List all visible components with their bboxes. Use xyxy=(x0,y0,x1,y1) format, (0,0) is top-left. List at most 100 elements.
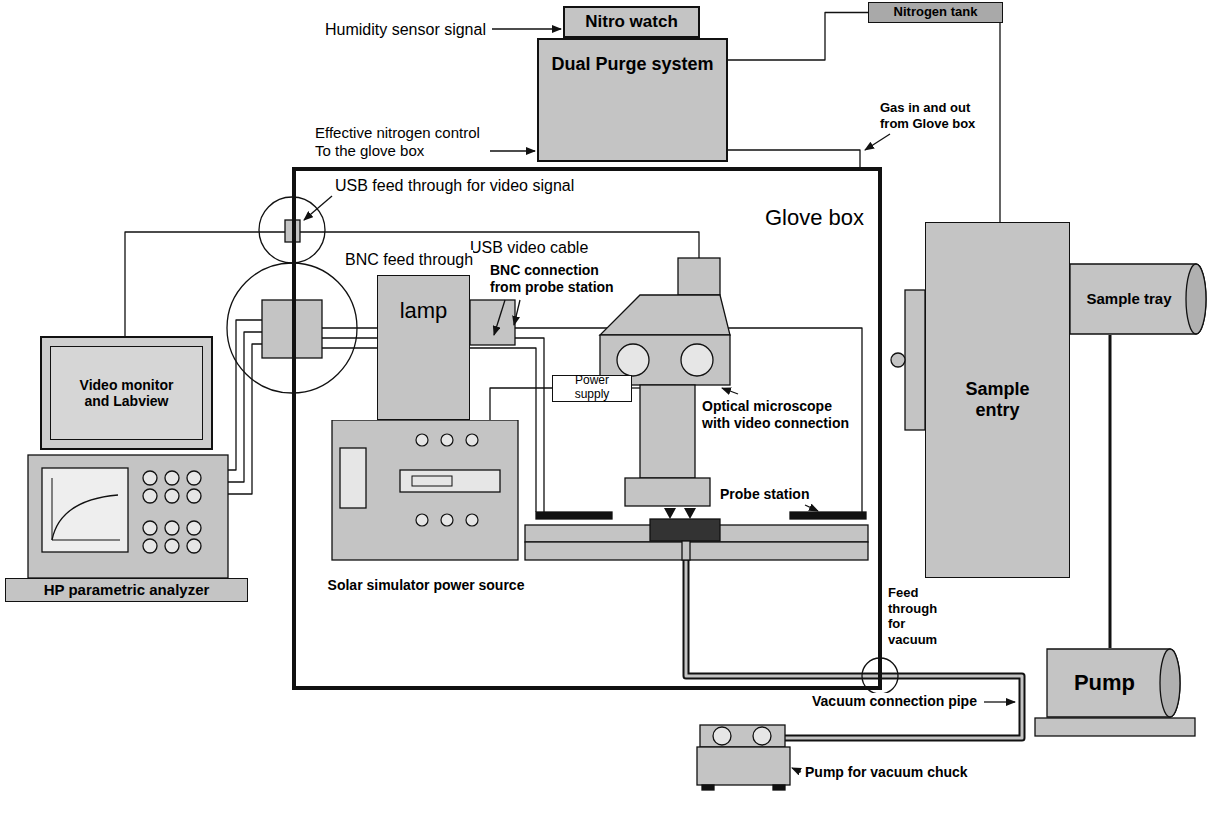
knob xyxy=(187,471,201,485)
chuck-pump-head xyxy=(700,725,785,747)
knob xyxy=(187,539,201,553)
lamp-housing xyxy=(470,300,515,345)
connector xyxy=(728,150,860,167)
callout-label: BNC feed through xyxy=(345,250,473,269)
callout-arrow xyxy=(792,768,801,772)
knob xyxy=(143,539,157,553)
knob xyxy=(466,434,478,446)
label-box: Vacuum connection pipe xyxy=(812,693,977,710)
chuck-pump-body xyxy=(697,747,790,785)
callout-arrow xyxy=(805,505,818,511)
callout-label: BNC connection from probe station xyxy=(490,262,630,296)
callout-arrow xyxy=(984,701,1015,702)
signal-wire xyxy=(228,320,262,470)
label-box: Humidity sensor signal xyxy=(325,20,486,39)
instrument-case xyxy=(332,420,518,560)
callout-arrow xyxy=(865,134,890,150)
entry-chamber: Sample entry xyxy=(925,222,1070,578)
pump-base xyxy=(1035,718,1195,736)
supply-box: Power supply xyxy=(552,375,632,402)
callout-arrow xyxy=(722,388,738,394)
connector xyxy=(1109,335,1112,648)
node-text: Power supply xyxy=(556,374,628,402)
label-box: Gas in and out from Glove box xyxy=(880,100,992,131)
chuck-pump-foot xyxy=(702,785,714,790)
connector xyxy=(490,388,552,420)
instrument-display xyxy=(412,476,452,486)
node-text: Sample tray xyxy=(1086,290,1171,307)
callout-arrow xyxy=(304,196,332,220)
microscope-column xyxy=(640,385,695,478)
eyepiece xyxy=(617,344,649,376)
knob xyxy=(187,489,201,503)
connector xyxy=(728,13,868,61)
eyepiece xyxy=(681,344,713,376)
label-box: BNC connection from probe station xyxy=(490,262,630,296)
probe-arm xyxy=(790,512,866,519)
knob xyxy=(165,539,179,553)
entry-knob xyxy=(891,353,905,367)
node-text: lamp xyxy=(400,298,448,323)
knob xyxy=(165,471,179,485)
knob xyxy=(165,489,179,503)
callout-arrow xyxy=(494,300,505,335)
node-text: Nitrogen tank xyxy=(894,5,978,20)
tray-cylinder: Sample tray xyxy=(1068,263,1208,335)
tank-box: Nitrogen tank xyxy=(868,2,1003,23)
label-box: USB feed through for video signal xyxy=(335,176,574,195)
knob xyxy=(416,514,428,526)
analyzer-base: HP parametric analyzer xyxy=(5,578,248,602)
plot-curve xyxy=(52,495,118,540)
callout-label: Probe station xyxy=(720,486,809,503)
power-source: Solar simulator power source xyxy=(322,420,530,595)
analyzer-screen xyxy=(42,468,128,552)
knob xyxy=(143,489,157,503)
cylinder-end xyxy=(1160,649,1180,717)
microscope-head xyxy=(600,295,730,335)
label-box: USB video cable xyxy=(470,238,588,257)
vacuum-chuck xyxy=(650,519,720,541)
lamp-box: lamp xyxy=(377,275,470,420)
knob xyxy=(143,521,157,535)
cylinder-end xyxy=(1186,264,1206,334)
node-text: Solar simulator power source xyxy=(328,577,525,593)
label-box: Effective nitrogen control To the glove … xyxy=(315,124,490,160)
node-text: Glove box xyxy=(765,205,864,230)
instrument-display xyxy=(400,470,500,492)
chuck-pump-port xyxy=(713,727,731,745)
callout-label: Effective nitrogen control To the glove … xyxy=(315,124,490,160)
node-text: Video monitor and Labview xyxy=(69,377,184,409)
callout-arrow xyxy=(514,300,520,325)
label-box: Pump for vacuum chuck xyxy=(805,764,968,781)
callout-label: Feed through for vacuum xyxy=(888,585,948,647)
knob xyxy=(441,434,453,446)
analyzer-body xyxy=(28,455,228,578)
chuck-stem xyxy=(682,541,690,560)
chuck-pump-foot xyxy=(773,785,785,790)
instrument-outline xyxy=(322,420,530,595)
probe-tip xyxy=(664,508,676,519)
signal-wire xyxy=(228,344,262,494)
instrument-panel xyxy=(340,448,366,508)
callout-label: Gas in and out from Glove box xyxy=(880,100,992,131)
node-text: Nitro watch xyxy=(585,12,678,32)
connector xyxy=(999,23,1000,222)
callout-label: USB feed through for video signal xyxy=(335,176,574,195)
entry-flange xyxy=(905,290,925,430)
purge-box: Dual Purge system xyxy=(537,38,728,162)
probe-stage-base xyxy=(525,542,868,560)
display-box: Nitro watch xyxy=(563,6,700,38)
microscope-foot xyxy=(625,478,710,506)
callout-label: USB video cable xyxy=(470,238,588,257)
knob xyxy=(187,521,201,535)
callout-arrow xyxy=(492,28,561,29)
cylinder-body xyxy=(1070,264,1206,334)
pump-cylinder: Pump xyxy=(1045,648,1182,718)
knob xyxy=(441,514,453,526)
node-text: Pump xyxy=(1074,670,1135,695)
camera-tube xyxy=(678,258,720,295)
label-box: Probe station xyxy=(720,486,809,503)
callout-label: Humidity sensor signal xyxy=(325,20,486,39)
node-text: HP parametric analyzer xyxy=(44,581,210,598)
